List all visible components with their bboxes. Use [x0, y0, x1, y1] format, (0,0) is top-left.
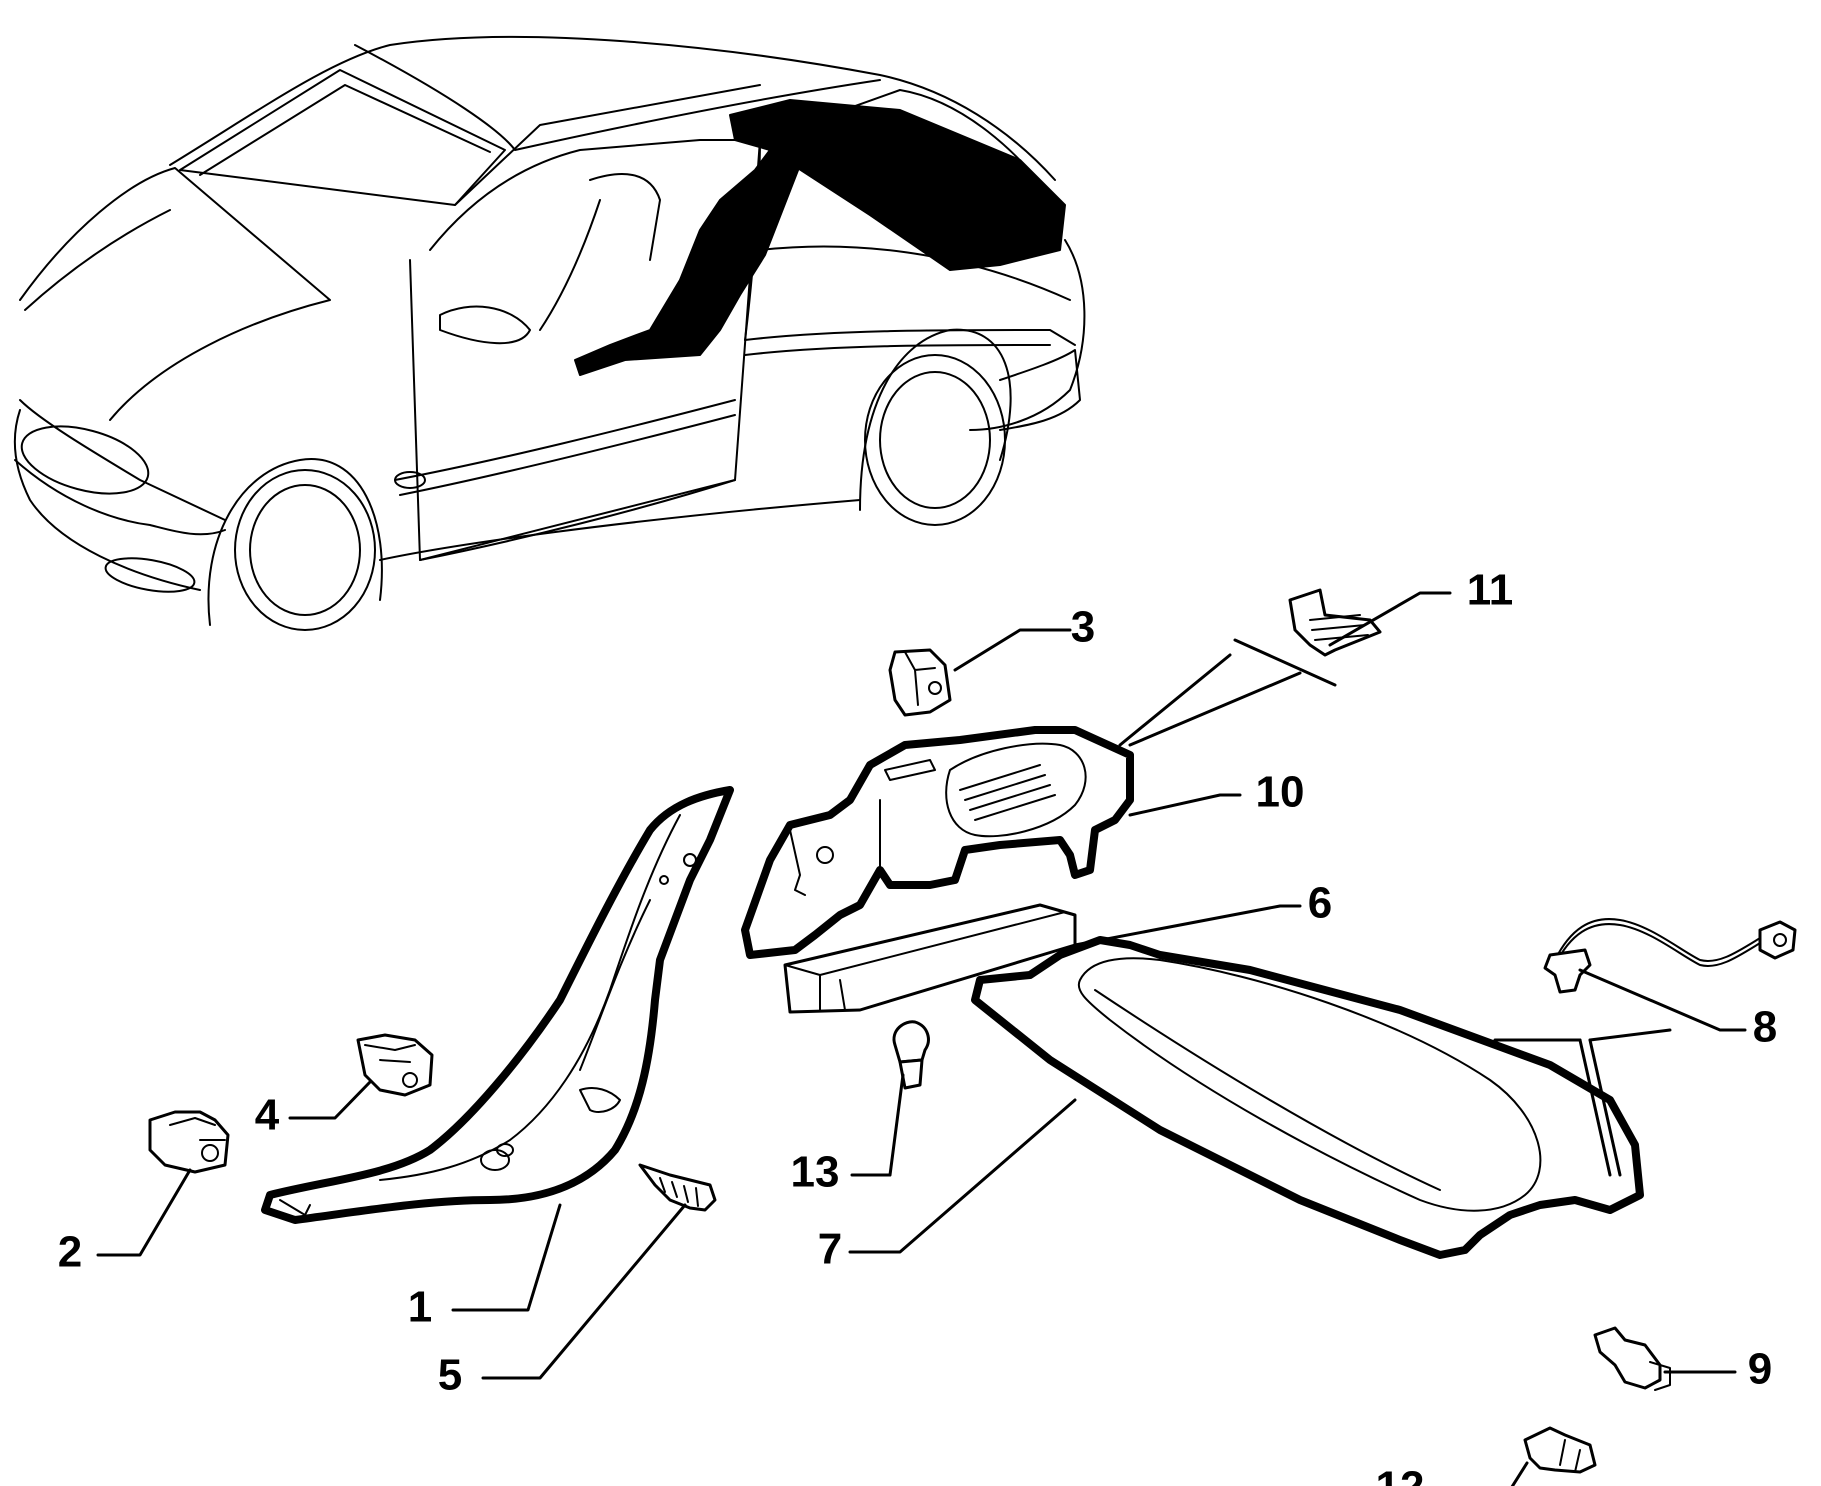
callout-13: 13 [791, 1148, 840, 1197]
callout-6: 6 [1308, 879, 1332, 928]
callout-9: 9 [1748, 1345, 1772, 1394]
part-5-screw [638, 1163, 717, 1212]
leader-lines [96, 591, 1747, 1486]
part-3-clip [888, 648, 952, 717]
callout-3: 3 [1071, 603, 1095, 652]
part-1-pillar-trim [261, 786, 734, 1224]
callout-labels: 1 2 3 4 5 6 7 8 9 10 11 12 13 [58, 566, 1777, 1486]
car-outline-illustration [13, 35, 1086, 631]
part-9-pin [1593, 1326, 1671, 1391]
callout-2: 2 [58, 1228, 82, 1277]
part-2-clip [148, 1110, 230, 1174]
part-7-parcel-shelf [971, 936, 1644, 1259]
part-13-push-pin [892, 1020, 930, 1090]
part-8-cable-clip [1543, 918, 1797, 994]
callout-4: 4 [255, 1091, 280, 1140]
callout-5: 5 [438, 1351, 462, 1400]
callout-8: 8 [1753, 1003, 1777, 1052]
callout-1: 1 [408, 1283, 432, 1332]
part-12-bracket [1523, 1426, 1597, 1474]
callout-11: 11 [1467, 566, 1514, 615]
callout-7: 7 [818, 1225, 842, 1274]
part-10-side-trim-panel [741, 726, 1134, 959]
callout-10: 10 [1256, 768, 1305, 817]
callout-12: 12 [1376, 1463, 1425, 1486]
part-4-clip [356, 1033, 434, 1097]
